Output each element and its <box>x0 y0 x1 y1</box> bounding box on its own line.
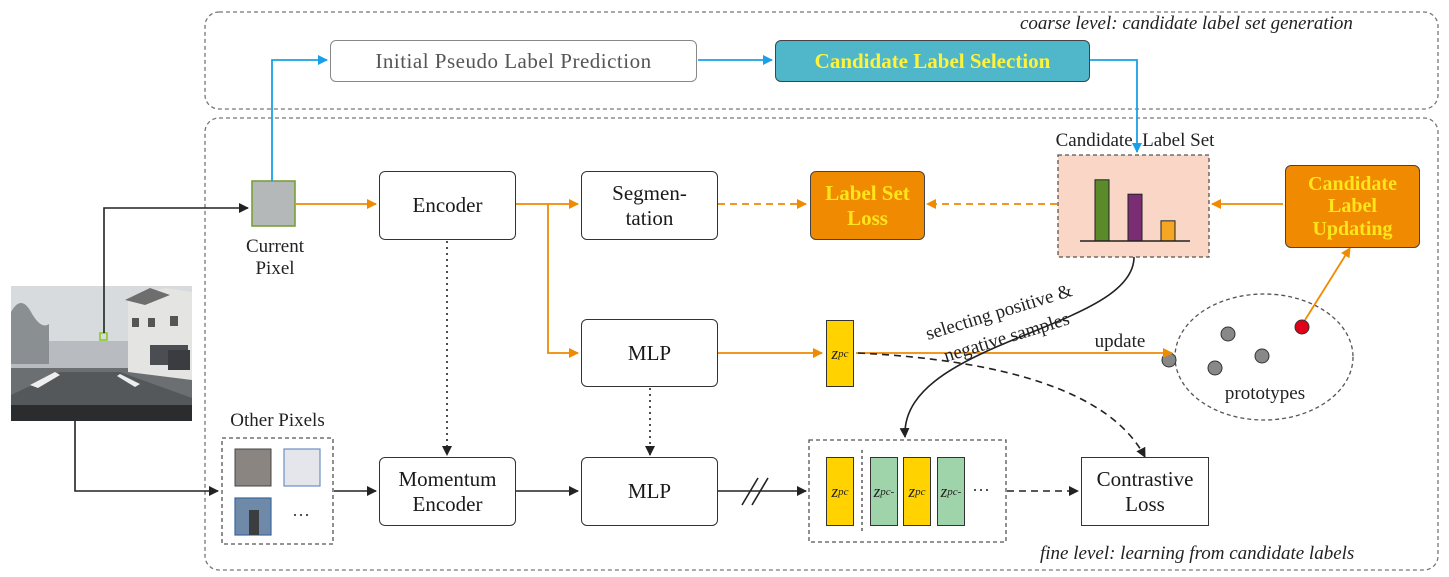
fine-level-label: fine level: learning from candidate labe… <box>1040 543 1355 564</box>
candidate-bar <box>1094 179 1110 242</box>
segmentation-node: Segmen- tation <box>581 171 718 240</box>
selection-to-set-arrow <box>1090 59 1142 153</box>
candidate-label-selection-node: Candidate Label Selection <box>775 40 1090 82</box>
candidate-label-chart <box>1094 179 1176 242</box>
samples-ellipsis: ··· <box>972 480 990 500</box>
encoder-to-mlp-arrow <box>547 204 579 358</box>
candidate-label-set-label: Candidate Label Set <box>1055 130 1215 151</box>
prototype-dot <box>1254 348 1270 364</box>
candidate-bar <box>1160 220 1176 242</box>
current-pixel-label: Current Pixel <box>245 236 305 279</box>
fine-level-frame <box>204 117 1439 571</box>
prototype-dot <box>1207 360 1223 376</box>
mlp-bottom-node: MLP <box>581 457 718 526</box>
coarse-level-label: coarse level: candidate label set genera… <box>1020 13 1353 34</box>
candidate-label-updating-node: Candidate Label Updating <box>1285 165 1420 248</box>
coarse-level-frame <box>204 11 1439 110</box>
prototype-dot <box>1161 352 1177 368</box>
contrastive-loss-node: Contrastive Loss <box>1081 457 1209 526</box>
prototype-dot <box>1294 319 1310 335</box>
mlp-top-node: MLP <box>581 319 718 387</box>
pixel-to-initial-arrow <box>271 55 328 181</box>
prototypes-label: prototypes <box>1224 383 1306 404</box>
update-label: update <box>1094 331 1146 352</box>
candidate-bar <box>1127 193 1143 242</box>
samples-frame <box>808 439 1007 543</box>
selecting-samples-arrow <box>899 256 1135 438</box>
encoder-node: Encoder <box>379 171 516 240</box>
label-set-loss-node: Label Set Loss <box>810 171 925 240</box>
other-pixel-thumb-3 <box>234 497 272 536</box>
momentum-encoder-node: Momentum Encoder <box>379 457 516 526</box>
prototypes-to-updating-arrow <box>1304 247 1351 321</box>
other-pixels-frame <box>221 437 334 545</box>
street-scene-image <box>11 286 192 421</box>
stop-grad-mark <box>741 477 759 506</box>
current-pixel-thumbnail <box>251 180 296 227</box>
other-pixel-thumb-1 <box>234 448 272 487</box>
other-pixels-label: Other Pixels <box>230 410 325 431</box>
other-pixels-ellipsis: ··· <box>292 505 310 525</box>
image-to-other-pixels-arrow <box>74 421 219 496</box>
initial-pseudo-label-node: Initial Pseudo Label Prediction <box>330 40 697 82</box>
z-to-contrastive-arrow <box>857 352 1146 458</box>
prototype-dot <box>1220 326 1236 342</box>
image-to-current-pixel-arrow <box>103 203 249 333</box>
stop-grad-mark <box>751 477 769 506</box>
other-pixel-thumb-2 <box>283 448 321 487</box>
